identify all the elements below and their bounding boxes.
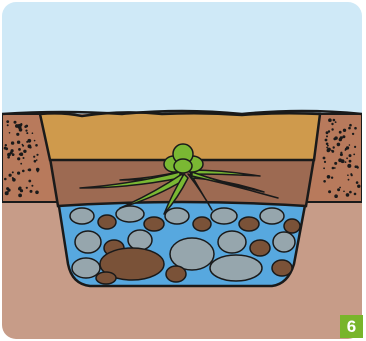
stone: [75, 231, 101, 253]
stone: [193, 217, 211, 231]
stone: [98, 215, 116, 229]
stone: [166, 266, 186, 282]
sky: [2, 2, 362, 117]
stone: [250, 240, 270, 256]
stone: [72, 258, 100, 278]
stone: [70, 208, 94, 224]
planting-illustration: [2, 2, 362, 339]
stone: [210, 255, 262, 281]
stone: [170, 238, 214, 270]
stone: [239, 217, 259, 231]
stone: [165, 208, 189, 224]
stone: [273, 232, 295, 252]
stone: [128, 230, 152, 250]
step-number-badge: 6: [340, 315, 363, 338]
stone: [144, 217, 164, 231]
stone: [211, 208, 237, 224]
stone: [96, 272, 116, 284]
stone: [272, 260, 292, 276]
stone: [284, 219, 300, 233]
planting-scene-svg: [2, 2, 362, 339]
stone: [218, 231, 246, 253]
stone: [260, 208, 284, 224]
